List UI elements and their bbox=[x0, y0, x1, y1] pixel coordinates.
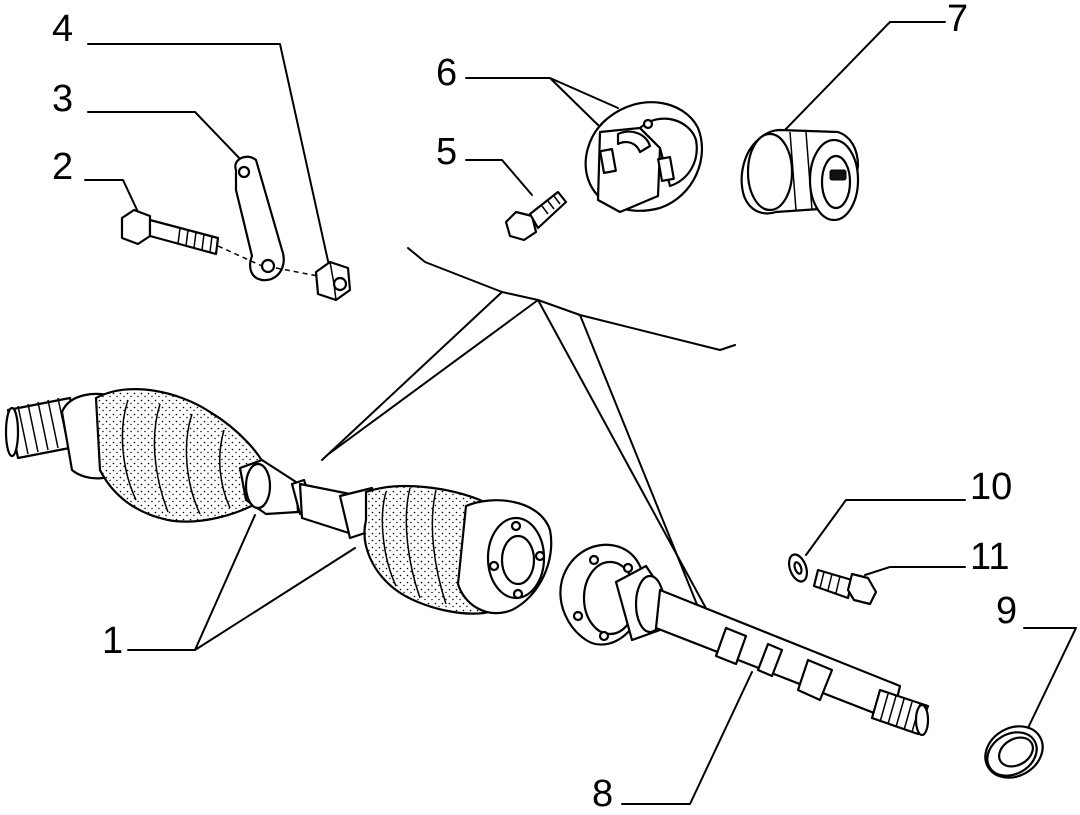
callout-7: 7 bbox=[947, 0, 969, 40]
callout-2: 2 bbox=[52, 146, 74, 188]
callout-6: 6 bbox=[436, 52, 458, 94]
clamp-part-6 bbox=[584, 101, 703, 214]
nut-part-4 bbox=[314, 260, 352, 302]
leader-line-4 bbox=[87, 43, 331, 271]
callout-8: 8 bbox=[592, 773, 614, 815]
washer-part-10 bbox=[787, 553, 809, 583]
bushing-part-7 bbox=[740, 128, 860, 222]
seal-part-9 bbox=[984, 725, 1044, 779]
callout-9: 9 bbox=[996, 590, 1018, 632]
leader-lines bbox=[84, 21, 1077, 805]
intermediate-shaft-part-8 bbox=[559, 543, 930, 737]
bracket-left-arm bbox=[321, 247, 503, 461]
leader-line-2 bbox=[84, 179, 139, 213]
callout-5: 5 bbox=[436, 131, 458, 173]
leader-line-6 bbox=[465, 77, 619, 126]
bolt-part-5 bbox=[504, 190, 568, 242]
callout-3: 3 bbox=[52, 78, 74, 120]
callout-10: 10 bbox=[970, 466, 1013, 508]
group-bracket bbox=[321, 247, 736, 613]
leader-line-7 bbox=[781, 21, 946, 134]
bracket-inner-right bbox=[537, 299, 736, 613]
leader-line-9 bbox=[1023, 627, 1077, 729]
callout-4: 4 bbox=[52, 8, 74, 50]
leader-line-3 bbox=[87, 111, 244, 163]
bolt-part-2 bbox=[120, 208, 220, 256]
leader-line-1 bbox=[127, 514, 356, 651]
leader-line-8 bbox=[621, 671, 753, 805]
bolt-part-11 bbox=[812, 568, 878, 606]
callout-1: 1 bbox=[102, 620, 124, 662]
bracket-plate-part-3 bbox=[217, 155, 319, 282]
bracket-inner-left bbox=[329, 299, 539, 454]
driveshaft-part-1 bbox=[4, 388, 553, 615]
leader-line-11 bbox=[864, 566, 966, 576]
leader-line-10 bbox=[805, 499, 966, 556]
callout-11: 11 bbox=[970, 536, 1010, 578]
leader-line-5 bbox=[465, 159, 533, 196]
